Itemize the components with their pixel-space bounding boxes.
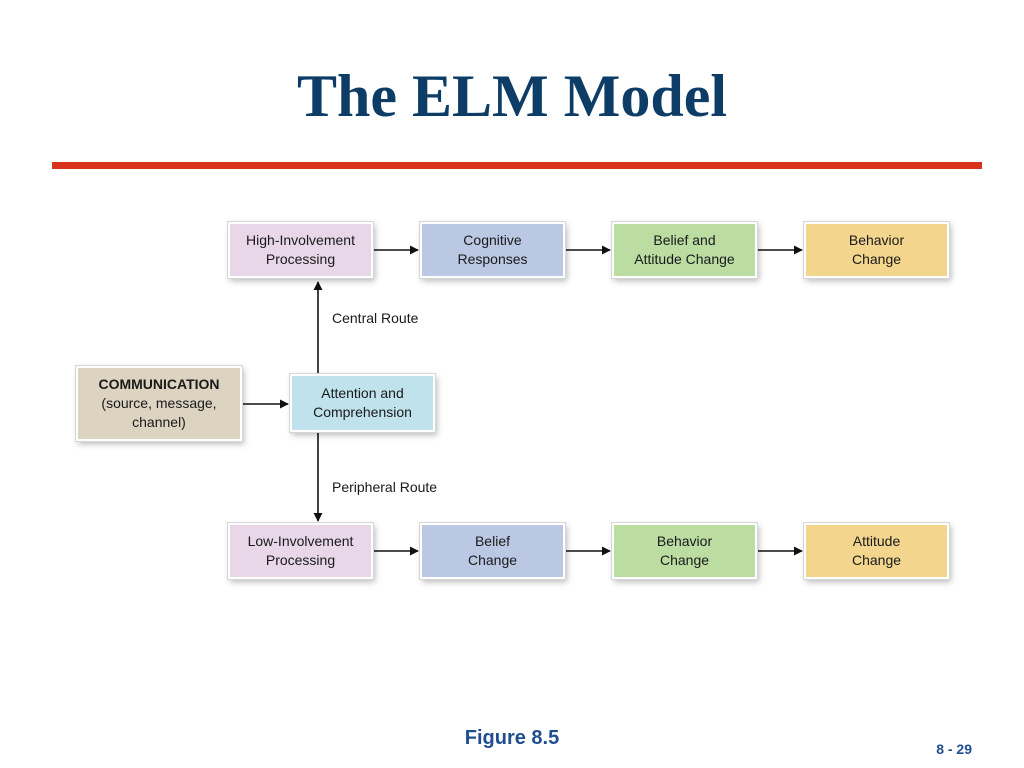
central-route-label: Central Route xyxy=(332,310,419,326)
slide-title: The ELM Model xyxy=(297,63,727,129)
communication-heading: COMMUNICATION xyxy=(98,376,220,392)
central-step-belief-attitude-change: Belief and Attitude Change xyxy=(612,222,757,278)
peripheral-step-belief-change: Belief Change xyxy=(420,523,565,579)
communication-box: COMMUNICATION (source, message, channel) xyxy=(76,366,242,441)
peripheral-step-behavior-change: Behavior Change xyxy=(612,523,757,579)
figure-caption: Figure 8.5 xyxy=(464,727,560,749)
central-step-cognitive-responses: Cognitive Responses xyxy=(420,222,565,278)
peripheral-step-attitude-change: Attitude Change xyxy=(804,523,949,579)
peripheral-step-low-involvement: Low-Involvement Processing xyxy=(228,523,373,579)
attention-comprehension-box: Attention and Comprehension xyxy=(290,374,435,432)
title-underline-rule xyxy=(52,162,982,169)
communication-detail: (source, message, channel) xyxy=(101,395,217,430)
central-step-high-involvement: High-Involvement Processing xyxy=(228,222,373,278)
page-number: 8 - 29 xyxy=(936,741,972,757)
central-step-behavior-change: Behavior Change xyxy=(804,222,949,278)
peripheral-route-label: Peripheral Route xyxy=(332,479,438,495)
